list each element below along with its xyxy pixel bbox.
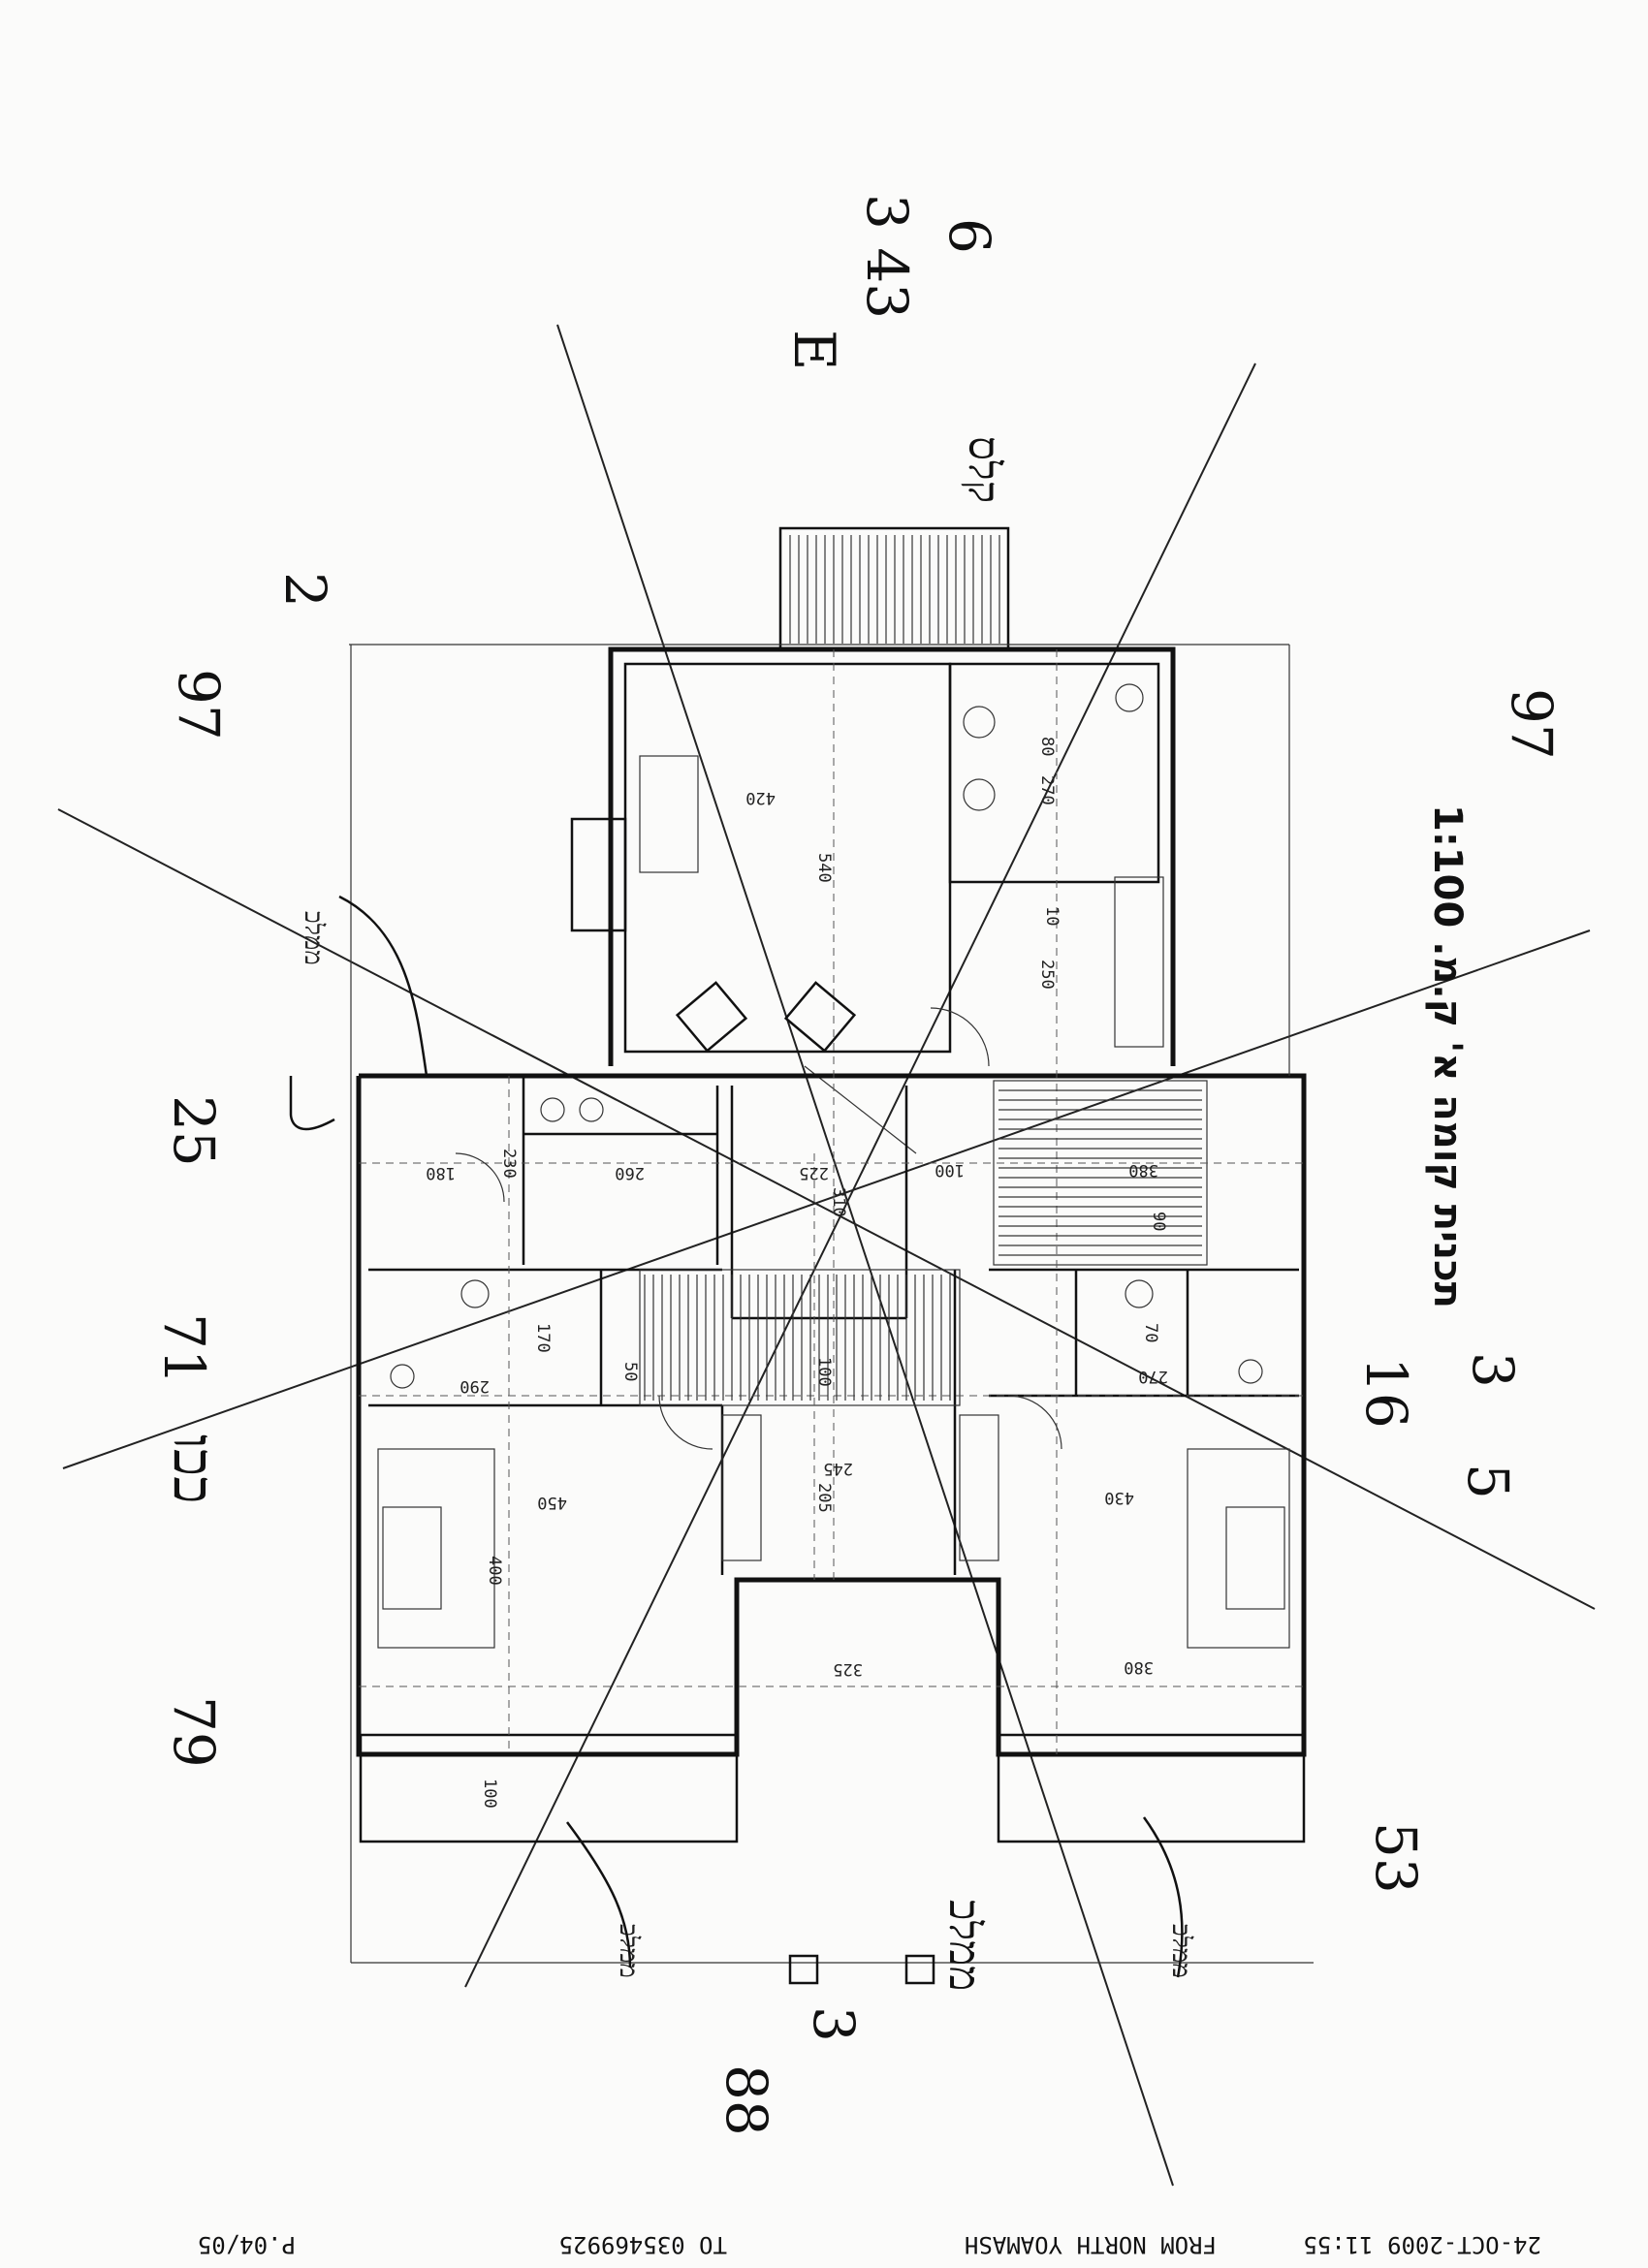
- dim-label: 325: [833, 1659, 863, 1679]
- handwritten-number: 5: [1455, 1464, 1521, 1499]
- fax-date-time: 24-OCT-2009 11:55: [1303, 2231, 1541, 2258]
- column-icon: [904, 1954, 935, 1985]
- dim-label: 420: [745, 788, 776, 807]
- fax-page: P.04/05: [198, 2231, 296, 2258]
- dim-label: 400: [485, 1556, 504, 1586]
- annotation-text: ממלכ: [939, 1900, 989, 1991]
- dim-label: 540: [814, 853, 834, 883]
- handwritten-letter: E: [781, 330, 847, 370]
- fixtures: [382, 683, 1285, 1985]
- building-outline: [349, 526, 1314, 1964]
- dim-label: 70: [1141, 1323, 1160, 1342]
- dim-label: 50: [620, 1362, 640, 1381]
- dim-label: 180: [426, 1163, 456, 1182]
- annotation-text: ממלכ: [299, 911, 328, 965]
- handwritten-number: 3: [1460, 1352, 1526, 1388]
- door-swing-icon: [455, 1152, 505, 1203]
- toilet-icon: [1238, 1359, 1263, 1384]
- door-swing-icon: [930, 1007, 990, 1067]
- handwritten-number: 97: [166, 669, 232, 740]
- dim-label: 270: [1037, 775, 1057, 805]
- dimension-labels: 420 540 270 80 250 180 230 260 225 310 1…: [426, 737, 1168, 1809]
- fax-from: FROM NORTH YOAMASH: [965, 2231, 1217, 2258]
- dim-label: 80: [1037, 737, 1057, 756]
- handwritten-number: 3 43: [854, 194, 920, 319]
- armchair-icon: [783, 981, 857, 1053]
- fax-to: TO 035469925: [559, 2231, 727, 2258]
- dim-label: 290: [460, 1376, 490, 1396]
- fax-header: 24-OCT-2009 11:55 FROM NORTH YOAMASH TO …: [198, 2231, 1541, 2258]
- sink-icon: [963, 778, 996, 811]
- column-icon: [788, 1954, 819, 1985]
- dim-label: 170: [533, 1323, 553, 1353]
- handwritten-number: 79: [161, 1696, 227, 1768]
- dim-label: 100: [814, 1357, 834, 1387]
- dim-label: 380: [1124, 1657, 1154, 1677]
- plan-title: תכנית קומה א' ק.מ. 1:100: [1425, 804, 1470, 1308]
- radial-ray-lines: [57, 324, 1596, 2187]
- door-swing-icon: [1007, 1395, 1062, 1450]
- dim-label: 245: [823, 1459, 853, 1478]
- annotation-text: קלס: [959, 436, 1008, 503]
- handwritten-annotations: קלס ממלכ ממלכ ממלכ ממלכ: [289, 436, 1195, 1991]
- handwritten-number: 2: [272, 572, 338, 608]
- toilet-icon: [1115, 683, 1144, 712]
- dim-label: 225: [799, 1163, 829, 1182]
- dim-label: 10: [1042, 906, 1062, 926]
- dim-label: 100: [935, 1160, 965, 1180]
- sink-icon: [460, 1279, 490, 1308]
- dim-label: 450: [537, 1493, 567, 1512]
- handwritten-number: 16: [1353, 1357, 1419, 1429]
- dim-label: 380: [1128, 1160, 1158, 1180]
- dim-label: 250: [1037, 960, 1057, 990]
- dimension-guides: [359, 649, 1304, 1754]
- handwritten-number: 53: [1363, 1822, 1429, 1894]
- toilet-icon: [390, 1364, 415, 1389]
- bed-icon: [382, 1506, 442, 1610]
- dim-label: 270: [1138, 1367, 1168, 1386]
- handwritten-number: 25: [161, 1095, 227, 1167]
- stove-icon: [579, 1097, 604, 1122]
- dim-label: 430: [1104, 1488, 1134, 1507]
- dim-label: 310: [829, 1187, 848, 1217]
- dim-label: 260: [615, 1163, 645, 1182]
- door-swing-icon: [658, 1395, 713, 1450]
- bed-icon: [639, 755, 699, 873]
- interior-walls: [368, 876, 1299, 1649]
- balcony-hatch: [789, 535, 1000, 644]
- stove-icon: [540, 1097, 565, 1122]
- handwritten-number: 6: [936, 218, 1002, 254]
- dim-label: 205: [814, 1483, 834, 1513]
- stair-treads: [644, 1089, 1202, 1401]
- handwritten-number: 71: [151, 1313, 217, 1385]
- dim-label: 90: [1149, 1212, 1168, 1231]
- bed-icon: [1225, 1506, 1285, 1610]
- handwritten-number: 88: [713, 2064, 779, 2136]
- sink-icon: [1125, 1279, 1154, 1308]
- sink-icon: [963, 706, 996, 739]
- handwritten-word: ככו: [161, 1434, 227, 1504]
- dim-label: 230: [499, 1149, 519, 1179]
- handwritten-numbers: 3 43 6 E 97 2 25 71 ככו 79 97 16 3 53 5 …: [151, 194, 1565, 2136]
- handwritten-number: 3: [801, 2006, 867, 2042]
- armchair-icon: [675, 981, 748, 1053]
- handwritten-number: 97: [1499, 688, 1565, 760]
- dim-label: 100: [480, 1779, 499, 1809]
